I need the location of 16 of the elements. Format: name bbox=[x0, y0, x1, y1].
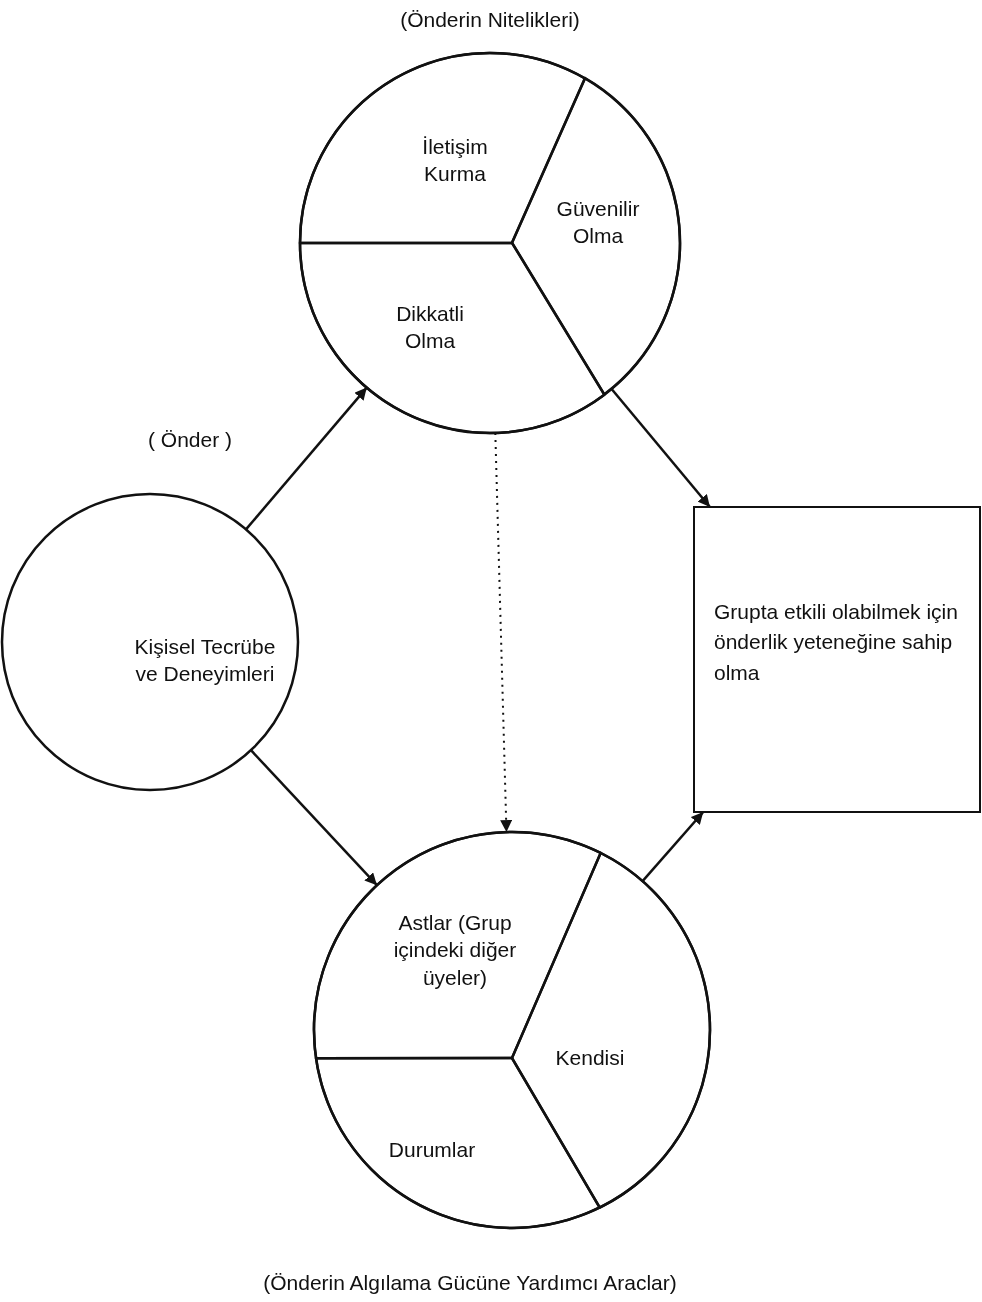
node-text: Kişisel Tecrübe ve Deneyimleri bbox=[133, 633, 277, 687]
arrow bbox=[610, 388, 711, 508]
heading-text: (Önderin Nitelikleri) bbox=[400, 7, 580, 34]
arrow bbox=[250, 749, 378, 887]
heading-text: ( Önder ) bbox=[148, 427, 232, 454]
node-text: Astlar (Grup içindeki diğer üyeler) bbox=[392, 910, 518, 991]
node-text: Durumlar bbox=[388, 1137, 476, 1164]
arrow bbox=[641, 811, 705, 882]
rectangle-box bbox=[693, 506, 981, 813]
node-text: İletişim Kurma bbox=[421, 133, 489, 187]
box-text: Grupta etkili olabilmek için önderlik yeteneğine sahip olma bbox=[714, 599, 959, 686]
node-text: Güvenilir Olma bbox=[555, 195, 641, 249]
arrow bbox=[245, 386, 368, 531]
node-text: Dikkatli Olma bbox=[395, 300, 465, 354]
heading-text: (Önderin Algılama Gücüne Yardımcı Araclar) bbox=[263, 1270, 677, 1297]
node-text: Kendisi bbox=[555, 1045, 625, 1072]
